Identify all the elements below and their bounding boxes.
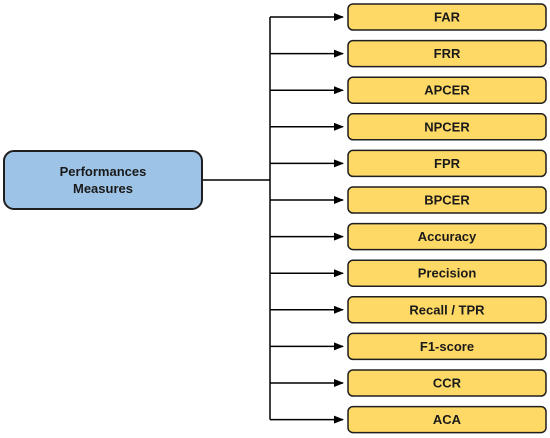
measure-node: Precision bbox=[347, 259, 547, 287]
measure-label: FPR bbox=[434, 156, 461, 171]
measure-box bbox=[347, 3, 547, 31]
measure-label: CCR bbox=[433, 376, 462, 391]
measure-node: APCER bbox=[347, 76, 547, 104]
root-node-label-line-2: Measures bbox=[73, 181, 133, 196]
measure-box bbox=[347, 332, 547, 361]
measure-node: NPCER bbox=[347, 113, 547, 141]
measure-box bbox=[347, 405, 547, 434]
measure-node: Accuracy bbox=[347, 222, 547, 251]
measure-label: Precision bbox=[418, 266, 477, 281]
measure-node: FRR bbox=[347, 39, 547, 68]
measure-box bbox=[347, 186, 547, 214]
measure-label: ACA bbox=[433, 412, 462, 427]
measure-label: NPCER bbox=[424, 119, 470, 134]
measure-label: F1-score bbox=[420, 339, 474, 354]
measure-node: Recall / TPR bbox=[347, 296, 547, 324]
root-node: Performances Measures bbox=[3, 150, 203, 210]
measure-box bbox=[347, 259, 547, 287]
measure-label: APCER bbox=[424, 83, 470, 98]
measure-label: FRR bbox=[434, 46, 461, 61]
measure-node: BPCER bbox=[347, 186, 547, 214]
measure-box bbox=[347, 296, 547, 324]
measure-node: FPR bbox=[347, 149, 547, 178]
measure-label: FAR bbox=[434, 10, 461, 25]
measure-box bbox=[347, 39, 547, 68]
measure-box bbox=[347, 76, 547, 104]
measure-label: Recall / TPR bbox=[409, 302, 485, 317]
root-node-label-line-1: Performances bbox=[60, 164, 147, 179]
measure-box bbox=[347, 149, 547, 178]
measure-box bbox=[347, 113, 547, 141]
measure-node: ACA bbox=[347, 405, 547, 434]
root-node-box bbox=[3, 150, 203, 210]
measure-label: BPCER bbox=[424, 193, 470, 208]
measure-box bbox=[347, 369, 547, 397]
measure-label: Accuracy bbox=[418, 229, 477, 244]
measure-node: CCR bbox=[347, 369, 547, 397]
connectors bbox=[202, 13, 344, 424]
measure-node: FAR bbox=[347, 3, 547, 31]
measure-node: F1-score bbox=[347, 332, 547, 361]
measure-box bbox=[347, 222, 547, 251]
measure-list: FAR FRR APCER NPCER FPR BPCER AccuracyPrecisio… bbox=[347, 3, 547, 434]
